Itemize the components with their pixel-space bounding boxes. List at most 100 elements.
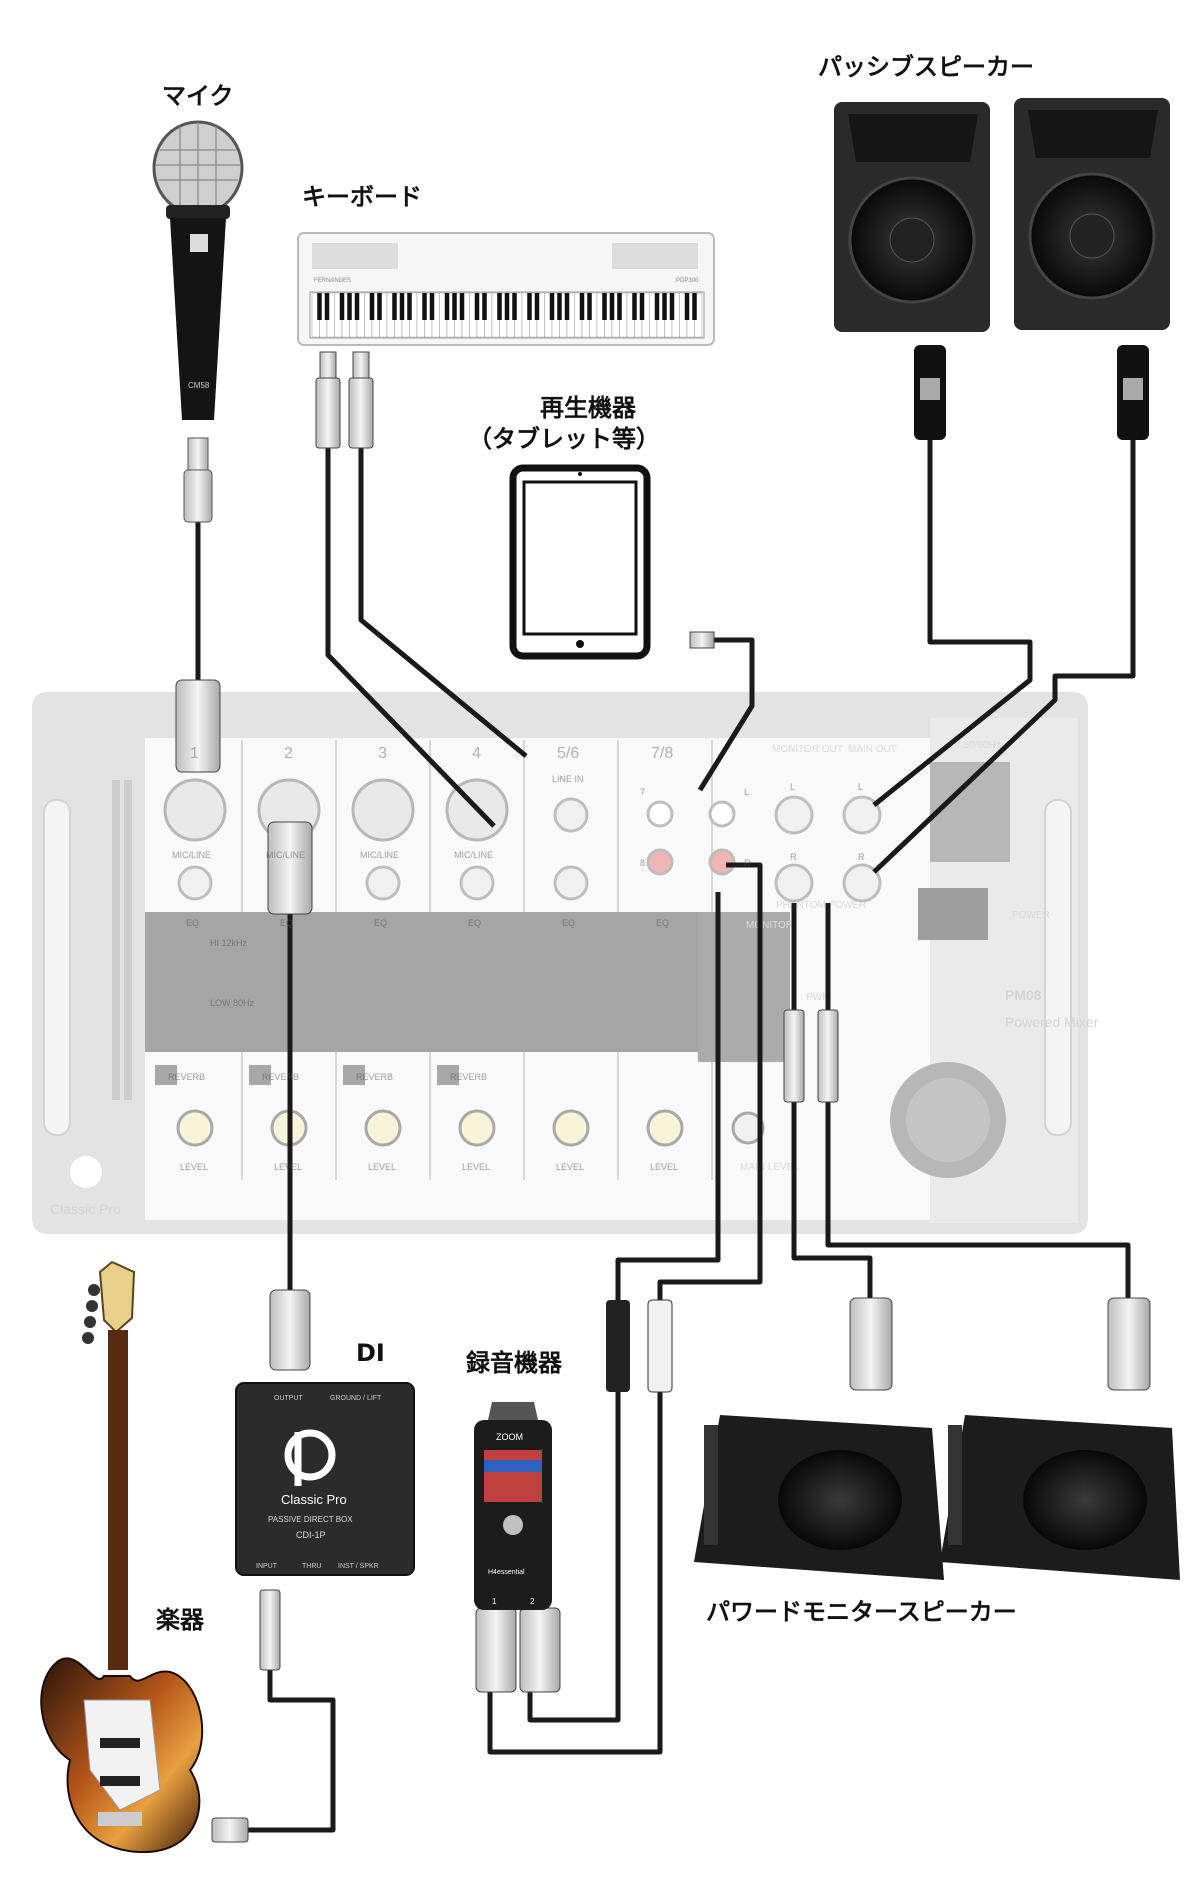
rec-out-r-route (657, 862, 763, 1300)
mixer-panel-label: R (858, 852, 865, 862)
level-knob[interactable] (176, 1109, 214, 1147)
line-in-l-jack[interactable] (553, 797, 589, 833)
trs-input-4[interactable] (459, 865, 495, 901)
playback-label: 再生機器 (540, 394, 636, 422)
mixer-power-label: POWER (1012, 910, 1050, 921)
black-key (482, 293, 487, 320)
reverb-button[interactable] (155, 1065, 177, 1085)
level-knob[interactable] (552, 1109, 590, 1147)
trs-input-3[interactable] (365, 865, 401, 901)
xlr-input-1[interactable] (163, 778, 227, 842)
di-box: Classic Pro PASSIVE DIRECT BOX CDI-1P OU… (235, 1382, 415, 1576)
keyboard-cable-r (358, 448, 528, 758)
master-knob[interactable] (731, 1111, 765, 1145)
mixer-panel-label: R (744, 858, 751, 868)
mic-label: マイク (162, 82, 234, 110)
mixer-panel-label: LEVEL (462, 1162, 490, 1172)
trs-input-1[interactable] (177, 865, 213, 901)
black-key (377, 293, 382, 320)
channel-number: 5/6 (557, 745, 579, 762)
mixer-panel-label: EQ (562, 918, 575, 928)
keyboard-model: PDP300 (676, 278, 699, 284)
mixer-panel-label: EQ (468, 918, 481, 928)
black-key (452, 293, 457, 320)
recorder: ZOOM H4essential 1 2 (474, 1402, 552, 1610)
eq-hi-knob[interactable] (648, 943, 682, 977)
main-out-l-jack[interactable] (842, 795, 882, 835)
mixer-panel-label: LEVEL (180, 1162, 208, 1172)
eq-low-knob[interactable] (648, 1003, 682, 1037)
main-out-r-jack[interactable] (842, 863, 882, 903)
recorder-cable-l (527, 1300, 621, 1723)
microphone: CM58 (152, 120, 244, 420)
eq-low-knob[interactable] (178, 1003, 212, 1037)
black-key (662, 293, 667, 320)
rec-out-l-jack[interactable] (708, 800, 736, 828)
black-key (669, 293, 675, 320)
di-brand: Classic Pro (281, 1492, 347, 1507)
mixer-panel-label: HI 12kHz (210, 938, 248, 948)
eq-hi-knob[interactable] (460, 943, 494, 977)
keyboard-cable-l (325, 448, 496, 828)
instrument-label: 楽器 (156, 1606, 204, 1634)
recorder-cable-r (487, 1300, 663, 1755)
di-output: OUTPUT (274, 1395, 304, 1402)
line-in-r-jack[interactable] (553, 865, 589, 901)
black-key (512, 293, 517, 320)
mixer-panel-label: 7 (640, 787, 645, 797)
mixer-panel-label: MIC/LINE (454, 850, 493, 860)
level-knob[interactable] (364, 1109, 402, 1147)
reverb-button[interactable] (249, 1065, 271, 1085)
recorder-label: 録音機器 (466, 1349, 562, 1377)
black-key (317, 293, 322, 320)
monitor-out-l-jack[interactable] (774, 795, 814, 835)
reverb-button[interactable] (437, 1065, 459, 1085)
mixer-model: PM08 (1005, 987, 1042, 1003)
ch7-rca-jack[interactable] (646, 800, 674, 828)
xlr-input-3[interactable] (351, 778, 415, 842)
mixer-panel-label: LOW 80Hz (210, 998, 255, 1008)
rec-out-r-jack[interactable] (708, 848, 736, 876)
black-key (497, 293, 502, 320)
monitor-out-r-jack[interactable] (774, 863, 814, 903)
monitor-speaker-left (694, 1415, 944, 1580)
mixer-panel-label: R (790, 852, 797, 862)
eq-hi-knob[interactable] (178, 943, 212, 977)
mixer-panel-label: 8 (640, 858, 645, 868)
recorder-model: H4essential (488, 1569, 525, 1576)
eq-low-knob[interactable] (366, 1003, 400, 1037)
eq-low-knob[interactable] (554, 1003, 588, 1037)
monitor-out-label: MONITOR OUT (772, 744, 843, 755)
black-key (459, 293, 465, 320)
black-key (474, 293, 480, 320)
speaker-cable-r (872, 440, 1136, 874)
mixer-panel-label: LEVEL (274, 1162, 302, 1172)
mixer-subtitle: Powered Mixer (1005, 1014, 1099, 1030)
reverb-button[interactable] (343, 1065, 365, 1085)
di-thru: THRU (302, 1563, 321, 1570)
di-input: INPUT (256, 1563, 278, 1570)
black-key (407, 293, 412, 320)
black-key (444, 293, 450, 320)
black-key (549, 293, 555, 320)
master-knob[interactable] (731, 1003, 765, 1037)
eq-hi-knob[interactable] (366, 943, 400, 977)
level-knob[interactable] (458, 1109, 496, 1147)
master-knob[interactable] (731, 938, 765, 972)
black-key (587, 293, 592, 320)
keyboard-brand: FERNANDES (314, 278, 351, 284)
cables (195, 440, 1136, 1833)
di-inst-spkr: INST / SPKR (338, 1563, 379, 1570)
black-key (692, 293, 697, 320)
ch8-rca-jack[interactable] (646, 848, 674, 876)
level-knob[interactable] (646, 1109, 684, 1147)
power-switch[interactable] (918, 888, 988, 940)
tablet-cable (697, 637, 755, 792)
bass-cable (246, 1670, 336, 1833)
black-key (347, 293, 352, 320)
eq-low-knob[interactable] (460, 1003, 494, 1037)
eq-hi-knob[interactable] (554, 943, 588, 977)
mixer-panel-label: LINE IN (552, 774, 584, 784)
black-key (602, 293, 607, 320)
